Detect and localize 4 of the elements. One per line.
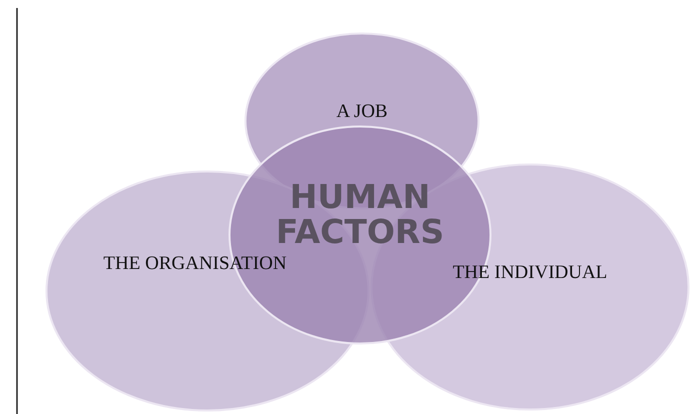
circle-label: HUMAN FACTORS <box>274 180 446 250</box>
circle-label: THE INDIVIDUAL <box>452 263 608 283</box>
circle-label: A JOB <box>335 102 389 122</box>
circle-label: THE ORGANISATION <box>102 254 288 274</box>
